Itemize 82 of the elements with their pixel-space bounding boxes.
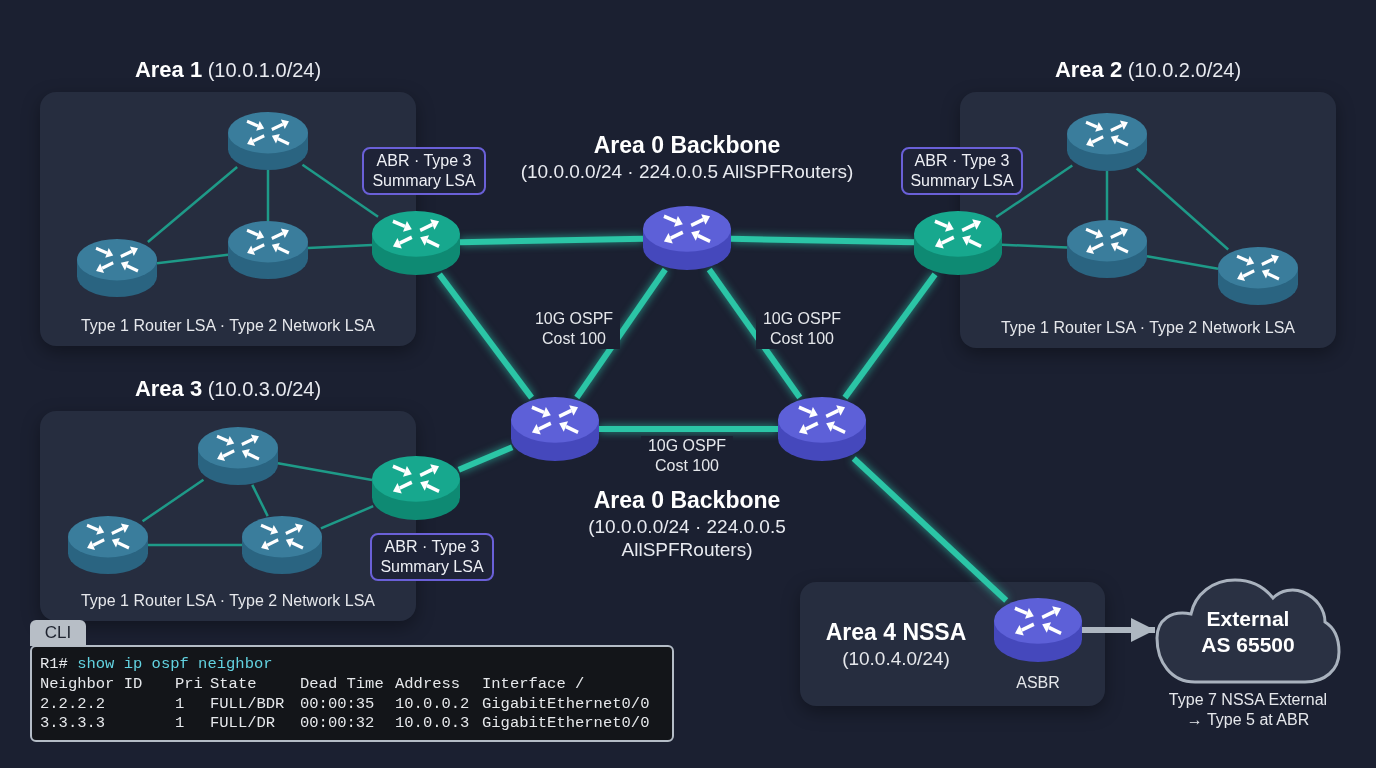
output-value: 00:00:32 bbox=[300, 714, 375, 734]
router-icon bbox=[77, 239, 157, 297]
column-header: State bbox=[210, 675, 257, 695]
area-panel bbox=[800, 582, 1105, 706]
output-value: GigabitEthernet0/0 bbox=[482, 694, 650, 714]
link-line bbox=[459, 235, 644, 246]
link-line bbox=[277, 461, 373, 482]
cloud-label: External AS 65500 bbox=[1200, 606, 1296, 658]
router-icon bbox=[643, 206, 731, 270]
backbone-heading: Area 0 Backbone bbox=[593, 486, 781, 514]
column-header: Dead Time bbox=[300, 675, 384, 695]
link-line bbox=[574, 267, 668, 400]
area-heading: Area 1 (10.0.1.0/24) bbox=[134, 56, 322, 84]
link-line bbox=[320, 505, 374, 530]
router-icon bbox=[914, 211, 1002, 275]
router-icon bbox=[228, 221, 308, 279]
column-header: Address bbox=[395, 675, 461, 695]
link-line bbox=[851, 456, 1009, 603]
link-line bbox=[1146, 254, 1219, 271]
arrow bbox=[1082, 618, 1155, 642]
link-line bbox=[599, 426, 778, 432]
link-line bbox=[706, 267, 803, 400]
lsa-caption: Type 1 Router LSA · Type 2 Network LSA bbox=[80, 591, 376, 611]
link-line bbox=[148, 543, 242, 547]
link-line bbox=[1001, 243, 1068, 249]
area-heading: Area 2 (10.0.2.0/24) bbox=[1054, 56, 1242, 84]
output-value: 2.2.2.2 bbox=[40, 694, 106, 714]
link-line bbox=[307, 243, 373, 250]
router-icon bbox=[242, 516, 322, 574]
router-icon bbox=[228, 112, 308, 170]
output-value: 3.3.3.3 bbox=[40, 714, 106, 734]
column-header: Pri bbox=[175, 675, 203, 695]
abr-callout: ABR · Type 3 Summary LSA bbox=[362, 147, 486, 195]
terminal-prompt: R1# bbox=[40, 655, 68, 675]
link-line bbox=[437, 272, 534, 400]
link-line bbox=[1135, 167, 1230, 251]
output-value: 10.0.0.2 bbox=[395, 694, 470, 714]
output-value: FULL/BDR bbox=[210, 694, 285, 714]
router-icon bbox=[372, 211, 460, 275]
link-line bbox=[147, 166, 238, 243]
area-subnet: (10.0.4.0/24) bbox=[842, 647, 950, 671]
router-icon bbox=[372, 456, 460, 520]
output-value: 1 bbox=[175, 694, 185, 714]
link-line bbox=[156, 253, 229, 265]
router-icon bbox=[1218, 247, 1298, 305]
output-value: 1 bbox=[175, 714, 185, 734]
note-text: Type 7 NSSA External → Type 5 at ABR bbox=[1167, 690, 1329, 730]
router-icon bbox=[68, 516, 148, 574]
link-line bbox=[141, 478, 205, 523]
column-header: Interface / bbox=[482, 675, 585, 695]
router-caption: ASBR bbox=[1016, 673, 1060, 693]
router-icon bbox=[1067, 220, 1147, 278]
area-heading: Area 3 (10.0.3.0/24) bbox=[134, 375, 322, 403]
link-line bbox=[842, 272, 938, 400]
router-icon bbox=[198, 427, 278, 485]
router-icon bbox=[994, 598, 1082, 662]
backbone-subnet: (10.0.0.0/24 · 224.0.0.5 AllSPFRouters) bbox=[587, 515, 787, 561]
backbone-subnet: (10.0.0.0/24 · 224.0.0.5 AllSPFRouters) bbox=[520, 160, 854, 184]
output-value: 10.0.0.3 bbox=[395, 714, 470, 734]
lsa-caption: Type 1 Router LSA · Type 2 Network LSA bbox=[1000, 318, 1296, 338]
link-line bbox=[266, 170, 270, 221]
cloud bbox=[1155, 576, 1341, 684]
area-heading: Area 4 NSSA bbox=[825, 618, 967, 646]
abr-callout: ABR · Type 3 Summary LSA bbox=[901, 147, 1023, 195]
link-line bbox=[730, 235, 915, 246]
abr-callout: ABR · Type 3 Summary LSA bbox=[370, 533, 494, 581]
link-line bbox=[1105, 171, 1109, 220]
output-value: 00:00:35 bbox=[300, 694, 375, 714]
backbone-heading: Area 0 Backbone bbox=[593, 131, 781, 159]
link-line bbox=[995, 164, 1073, 219]
terminal-tab: CLI bbox=[30, 620, 86, 646]
lsa-caption: Type 1 Router LSA · Type 2 Network LSA bbox=[80, 316, 376, 336]
terminal-command: show ip ospf neighbor bbox=[77, 655, 273, 675]
output-value: GigabitEthernet0/0 bbox=[482, 714, 650, 734]
link-line bbox=[301, 163, 379, 218]
router-icon bbox=[1067, 113, 1147, 171]
column-header: Neighbor ID bbox=[40, 675, 143, 695]
link-line bbox=[251, 484, 269, 517]
router-icon bbox=[778, 397, 866, 461]
output-value: FULL/DR bbox=[210, 714, 276, 734]
router-icon bbox=[511, 397, 599, 461]
link-line bbox=[457, 444, 514, 473]
